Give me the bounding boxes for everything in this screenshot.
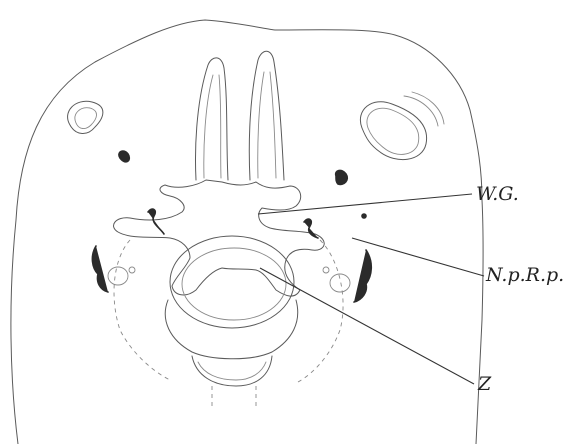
central-body [114,180,325,296]
left-mid-mark [148,209,164,234]
left-upper-mark [119,151,129,162]
z-inner [182,248,286,320]
label-z: Z [477,373,492,395]
left-oval-inner [75,108,97,129]
label-wg: W.G. [476,183,519,205]
left-small-dot [129,267,135,273]
right-speck [362,214,366,218]
lower-crescent-inner [198,362,266,380]
drawing [11,20,483,444]
left-prong-inner [204,75,221,178]
label-npr: N.p.R.p. [485,264,564,286]
right-oval-hatch [404,92,444,126]
right-upper-mark [336,170,348,184]
right-small-dot [323,267,329,273]
outer-contour [11,20,483,444]
left-prong [196,58,229,180]
right-mid-mark [304,219,318,238]
left-lateral-dash [114,240,170,380]
right-small-ring [330,274,350,292]
right-prong [249,51,284,180]
left-small-ring [108,267,128,285]
right-lateral-ink [354,250,371,302]
left-lateral-ink [92,246,108,292]
right-speck-2 [360,282,364,286]
right-lateral-dash [298,240,343,382]
wg-leader-line [258,194,472,214]
spinal-tail [212,386,256,406]
lower-arch [165,300,297,359]
right-prong-inner [258,72,276,178]
